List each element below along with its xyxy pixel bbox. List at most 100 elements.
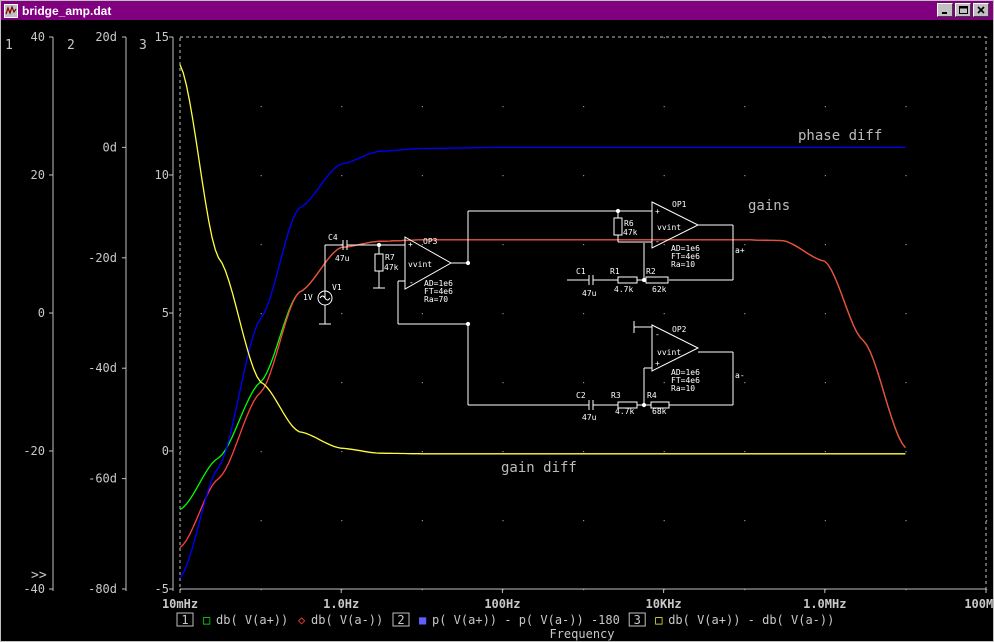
grid-dot — [260, 313, 262, 315]
grid-dot — [744, 244, 746, 246]
grid-dot — [180, 589, 182, 591]
grid-dot — [824, 382, 826, 384]
y-axis-3-tick-label: 10 — [155, 168, 169, 182]
grid-dot — [583, 589, 585, 591]
close-icon[interactable] — [973, 3, 989, 17]
grid-dot — [260, 589, 262, 591]
schematic-label: R6 — [624, 219, 634, 228]
grid-dot — [663, 520, 665, 522]
legend-symbol: ◇ — [298, 613, 306, 627]
schematic-label: FT=4e6 — [671, 376, 700, 385]
grid-dot — [180, 244, 182, 246]
y-axis-1-tick-label: 0 — [38, 306, 45, 320]
opamp-symbol — [404, 236, 453, 290]
grid-dot — [824, 520, 826, 522]
grid-dot — [744, 520, 746, 522]
y-axis-1-tick-label: 40 — [31, 30, 45, 44]
schematic-label: R3 — [611, 391, 621, 400]
y-axis-2-tick-label: -40d — [88, 361, 117, 375]
grid-dot — [502, 37, 504, 39]
grid-dot — [502, 106, 504, 108]
grid-dot — [180, 37, 182, 39]
grid-dot — [663, 106, 665, 108]
schematic-label: C1 — [576, 267, 586, 276]
grid-dot — [583, 520, 585, 522]
schematic-label: vvint — [657, 348, 681, 357]
schematic-label: R7 — [385, 253, 395, 262]
grid-dot — [905, 451, 907, 453]
grid-dot — [341, 106, 343, 108]
grid-dot — [905, 313, 907, 315]
schematic-label: AD=1e6 — [424, 279, 453, 288]
schematic-label: 1V — [303, 293, 313, 302]
grid-dot — [744, 382, 746, 384]
y-axis-3-id: 3 — [139, 38, 147, 53]
grid-dot — [986, 313, 988, 315]
grid-dot — [421, 37, 423, 39]
schematic-label: R2 — [646, 267, 656, 276]
schematic-label: OP1 — [672, 200, 687, 209]
schematic-label: 47k — [384, 263, 399, 272]
grid-dot — [502, 382, 504, 384]
grid-dot — [663, 589, 665, 591]
x-axis-tick-label: 10mHz — [162, 597, 198, 611]
schematic-label: AD=1e6 — [671, 368, 700, 377]
x-axis-label: Frequency — [549, 627, 614, 641]
grid-dot — [260, 520, 262, 522]
schematic-label: 47k — [623, 228, 638, 237]
schematic-label: Ra=70 — [424, 295, 448, 304]
window-title: bridge_amp.dat — [22, 3, 112, 18]
schematic-label: 47u — [582, 413, 597, 422]
minimize-icon[interactable] — [937, 3, 953, 17]
y-axis-3-tick-label: -5 — [155, 582, 169, 596]
legend-axis-box — [392, 612, 410, 627]
grid-dot — [583, 175, 585, 177]
grid-dot — [502, 589, 504, 591]
grid-dot — [583, 37, 585, 39]
x-axis-tick-label: 100MHz — [964, 597, 993, 611]
schematic-label: AD=1e6 — [671, 244, 700, 253]
grid-dot — [260, 37, 262, 39]
grid-dot — [905, 37, 907, 39]
grid-dot — [421, 520, 423, 522]
grid-dot — [583, 451, 585, 453]
schematic-label: Ra=10 — [671, 384, 695, 393]
grid-dot — [824, 175, 826, 177]
y-axis-2-id: 2 — [67, 38, 75, 53]
probe-plot[interactable]: 140200-20-40220d0d-20d-40d-60d-80d315105… — [1, 20, 993, 642]
app-icon[interactable] — [4, 3, 18, 18]
grid-dot — [986, 175, 988, 177]
grid-dot — [583, 313, 585, 315]
grid-dot — [421, 244, 423, 246]
legend-entry-label: db( V(a+)) - db( V(a-)) — [668, 613, 834, 627]
grid-dot — [986, 244, 988, 246]
grid-dot — [905, 382, 907, 384]
grid-dot — [180, 106, 182, 108]
grid-dot — [824, 244, 826, 246]
grid-dot — [341, 451, 343, 453]
grid-dot — [744, 589, 746, 591]
schematic-label: 4.7k — [615, 407, 634, 416]
grid-dot — [986, 451, 988, 453]
grid-dot — [341, 313, 343, 315]
legend-entry-label: db( V(a-)) — [311, 613, 383, 627]
resistor-symbol — [613, 217, 623, 236]
legend-symbol: □ — [655, 613, 662, 627]
grid-dot — [502, 520, 504, 522]
y-axis-3-tick-label: 15 — [155, 30, 169, 44]
grid-dot — [421, 589, 423, 591]
grid-dot — [824, 106, 826, 108]
legend-axis-number: 3 — [634, 613, 641, 627]
schematic-label: + — [655, 207, 660, 216]
grid-dot — [986, 589, 988, 591]
legend-axis-number: 1 — [181, 613, 188, 627]
grid-dot — [905, 244, 907, 246]
schematic-label: V1 — [332, 283, 342, 292]
title-bar[interactable]: bridge_amp.dat — [1, 1, 993, 20]
x-axis-tick-label: 10KHz — [646, 597, 682, 611]
schematic-label: C2 — [576, 391, 586, 400]
schematic-label: - — [409, 278, 414, 287]
schematic-label: 4.7k — [614, 285, 633, 294]
maximize-icon[interactable] — [955, 3, 971, 17]
